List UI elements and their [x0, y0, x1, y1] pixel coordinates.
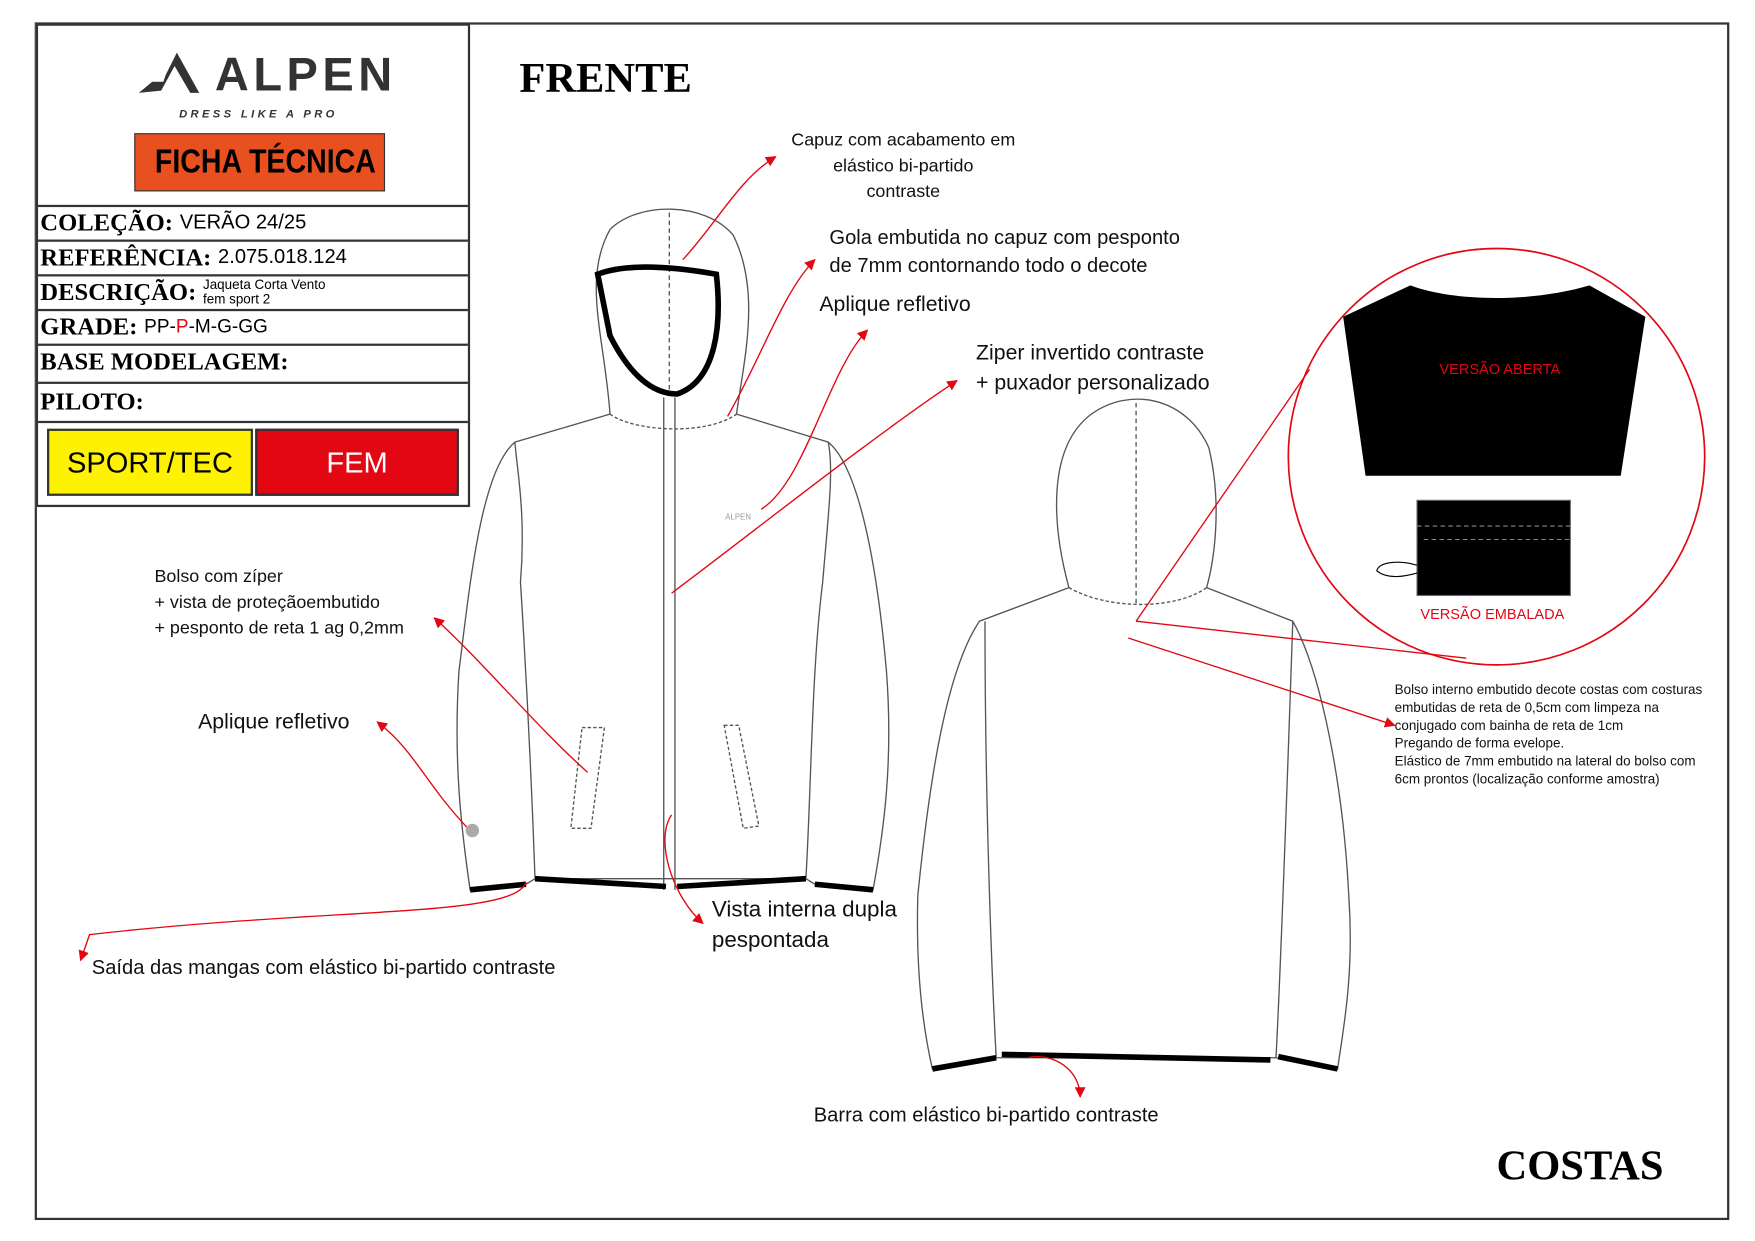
sheet-title: FICHA TÉCNICA — [134, 133, 386, 192]
back-black-trims — [931, 1051, 1339, 1072]
back-title: COSTAS — [1496, 1142, 1664, 1190]
row-piloto: PILOTO: — [38, 381, 468, 419]
callout-arrows — [78, 156, 1467, 1098]
pocket-open-drawing — [1343, 285, 1646, 476]
row-base-modelagem: BASE MODELAGEM: — [38, 343, 468, 376]
brand-name: ALPEN — [214, 48, 397, 101]
note-bolso-interno: Bolso interno embutido decote costas com… — [1394, 681, 1703, 787]
category-badge: SPORT/TEC — [47, 428, 253, 496]
label-versao-embalada: VERSÃO EMBALADA — [1420, 605, 1565, 623]
detail-circle — [1287, 247, 1706, 666]
note-bolso: Bolso com zíper+ vista de proteçãoembuti… — [154, 567, 404, 639]
note-mangas: Saída das mangas com elástico bi-partido… — [91, 955, 556, 979]
back-jacket-drawing — [916, 398, 1351, 1070]
note-barra: Barra com elástico bi-partido contraste — [813, 1103, 1159, 1127]
note-aplique-chest: Aplique refletivo — [819, 293, 971, 317]
pocket-packed-drawing — [1416, 499, 1571, 597]
spec-panel: ALPEN DRESS LIKE A PRO FICHA TÉCNICA COL… — [35, 23, 471, 508]
brand-tagline: DRESS LIKE A PRO — [179, 108, 338, 121]
note-aplique-sleeve: Aplique refletivo — [198, 710, 350, 735]
front-title: FRENTE — [519, 54, 692, 102]
row-colecao: COLEÇÃO:VERÃO 24/25 — [38, 204, 468, 237]
label-versao-aberta: VERSÃO ABERTA — [1439, 360, 1561, 378]
reflective-patch-icon — [465, 823, 480, 838]
chest-logo: ALPEN — [725, 513, 752, 522]
gender-badge: FEM — [255, 428, 459, 496]
note-ziper: Ziper invertido contraste+ puxador perso… — [976, 341, 1210, 396]
front-jacket-drawing — [456, 208, 890, 891]
sheet-frame — [34, 22, 1730, 1221]
row-referencia: REFERÊNCIA:2.075.018.124 — [38, 239, 468, 272]
row-grade: GRADE:PP-P-M-G-GG — [38, 308, 468, 341]
front-black-trims — [469, 264, 874, 893]
alpen-logo-icon — [138, 52, 200, 93]
